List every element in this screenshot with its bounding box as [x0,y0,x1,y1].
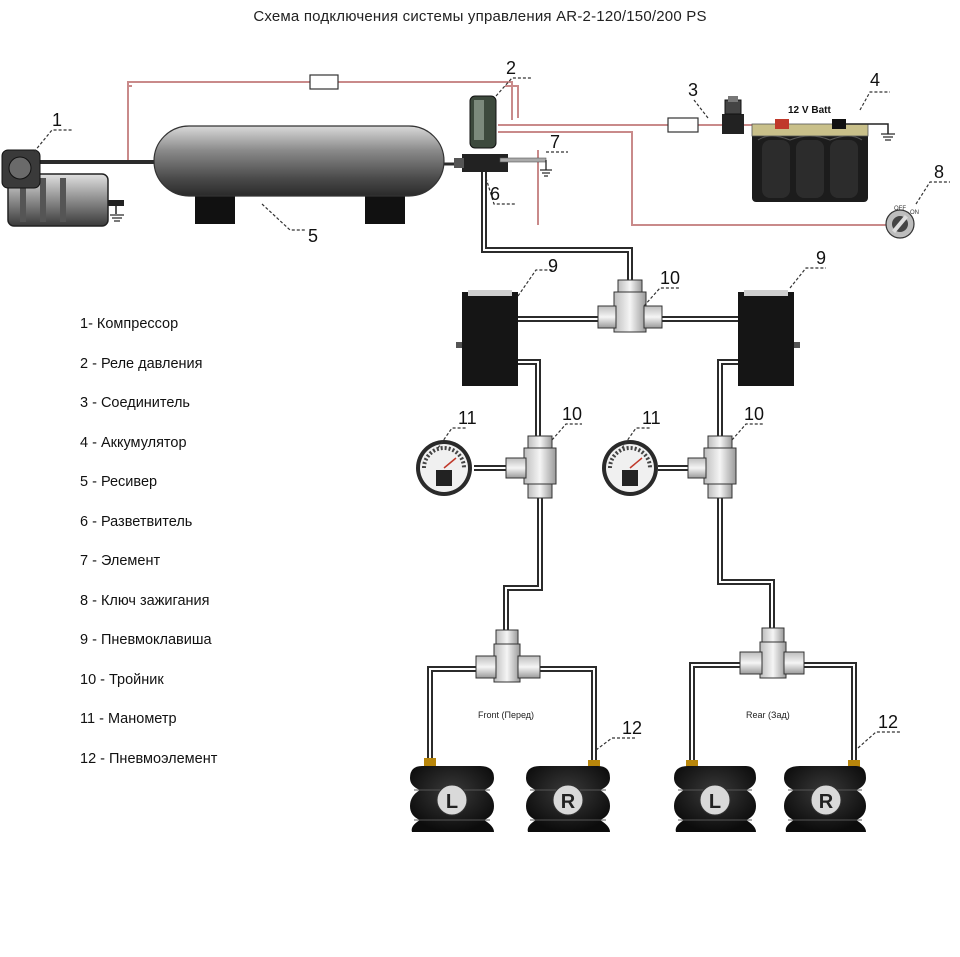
pneumatic-switch-right [738,290,800,386]
legend-item: 1- Компрессор [80,316,179,332]
air-spring-rear-left: L [674,760,756,832]
legend-item: 12 - Пневмоэлемент [80,750,218,767]
callout-11-right: 11 [642,408,661,428]
callout-7: 7 [550,132,560,152]
callout-9-right: 9 [816,248,826,268]
ignition-on-label: ON [910,210,919,216]
tee-left [505,435,557,499]
power-wiring [127,81,888,226]
receiver-tank [153,125,445,224]
callout-6: 6 [490,184,500,204]
callout-1: 1 [52,110,62,130]
component-legend: 1- Компрессор 2 - Реле давления 3 - Соед… [80,316,217,790]
legend-item: 2 - Реле давления [80,355,203,372]
air-spring-front-left: L [410,758,494,832]
callout-8: 8 [934,162,944,182]
callout-leaders [33,77,950,751]
connector [667,96,744,134]
legend-item: 4 - Аккумулятор [80,434,187,451]
legend-item: 10 - Тройник [80,671,164,688]
spring-mark: L [709,791,721,813]
air-spring-rear-right: R [784,760,866,832]
legend-item: 5 - Ресивер [80,474,158,490]
pressure-switch [469,95,497,149]
callout-3: 3 [688,80,698,100]
callout-5: 5 [308,226,318,246]
pressure-gauge-right [602,440,658,496]
pneumatic-switch-left [456,290,518,386]
ignition-off-label: OFF [894,206,906,212]
callout-12-rear: 12 [878,712,898,732]
rear-axle-label: Rear (Зад) [746,710,790,720]
spring-mark: L [446,791,458,813]
callout-10-right: 10 [744,404,764,424]
legend-item: 6 - Разветвитель [80,513,193,530]
diagram-title: Схема подключения системы управления AR-… [253,8,707,25]
element-7 [540,160,552,177]
pressure-gauge-left [416,440,472,496]
battery: 12 V Batt [751,105,895,202]
inline-fuse [309,74,339,90]
ground-symbol [881,133,895,141]
callout-12-front: 12 [622,718,642,738]
front-axle-label: Front (Перед) [478,710,534,720]
legend-item: 7 - Элемент [80,553,161,569]
compressor [1,149,124,227]
callout-11-left: 11 [458,408,477,428]
callout-10-top: 10 [660,268,680,288]
distributor [454,154,547,172]
tee-front [475,629,541,683]
spring-mark: R [561,791,576,813]
ignition-key: OFF ON [885,206,919,239]
callout-numbers: 1 2 3 4 5 6 7 8 9 9 10 10 10 11 11 12 12 [52,58,944,738]
legend-item: 3 - Соединитель [80,395,190,411]
callout-4: 4 [870,70,880,90]
callout-2: 2 [506,58,516,78]
legend-item: 11 - Манометр [80,711,177,727]
legend-item: 9 - Пневмоклавиша [80,632,212,648]
callout-9-left: 9 [548,256,558,276]
tee-rear [739,627,805,679]
tee-right [687,435,737,499]
tee-top [597,279,663,333]
battery-label: 12 V Batt [788,105,831,116]
legend-item: 8 - Ключ зажигания [80,592,210,609]
callout-10-left: 10 [562,404,582,424]
spring-mark: R [819,791,834,813]
air-spring-front-right: R [526,760,610,832]
ground-symbol [110,214,124,222]
